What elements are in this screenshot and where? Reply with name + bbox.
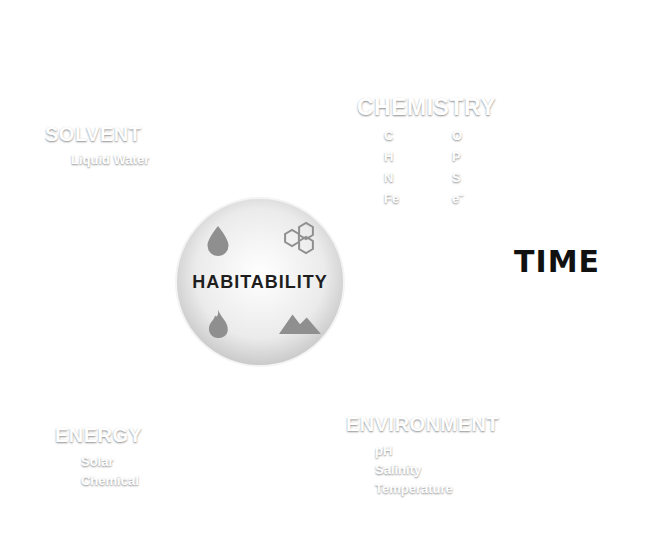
element-item: O [441,129,462,144]
bullet-item: Temperature [364,482,453,497]
bullet-item: Liquid Water [60,153,149,168]
text-holder: H [373,147,393,165]
element-item: e⁻ [441,192,463,207]
text-holder: SOLVENT [45,123,141,146]
text-holder: C [373,126,393,144]
text-holder: Salinity [364,460,421,478]
label-holder: TIME [514,245,600,280]
petal-heading: ENERGY [55,424,142,447]
time-label: TIME [514,245,600,280]
petal-heading: ENVIRONMENT [346,413,499,436]
text-holder: ENVIRONMENT [346,413,499,436]
element-item: H [373,150,393,165]
petal-shape [171,212,529,532]
text-holder: pH [364,441,392,459]
text-holder: CHEMISTRY [357,94,496,120]
petal-heading: CHEMISTRY [357,94,496,120]
bullet-item: Solar [70,455,114,470]
text-holder: Temperature [364,479,453,497]
bullet-item: Salinity [364,463,421,478]
element-item: S [441,171,461,186]
element-item: P [441,150,461,165]
text-holder: O [441,126,462,144]
petal-heading: SOLVENT [45,123,141,146]
text-holder: Chemical [70,471,139,489]
text-holder: ENERGY [55,424,142,447]
text-holder: N [373,168,393,186]
element-item: N [373,171,393,186]
time-arrowhead [497,251,511,273]
text-holder: S [441,168,461,186]
center-title: HABITABILITY [192,272,328,293]
text-holder: e⁻ [441,189,463,207]
environment-petal: ENVIRONMENT pH SalinityTemperature [171,212,529,532]
bullet-item: pH [364,444,392,459]
energy-petal: ENERGY SolarChemical [1,212,359,532]
text-holder: Solar [70,452,114,470]
element-item: Fe [373,192,399,207]
element-item: C [373,129,393,144]
text-holder: HABITABILITY [192,272,328,293]
text-holder: Fe [373,189,399,207]
text-holder: P [441,147,461,165]
bullet-item: Chemical [70,474,139,489]
habitability-circle: HABITABILITY [152,174,368,390]
text-holder: Liquid Water [60,150,149,168]
petal-shape [1,212,359,532]
